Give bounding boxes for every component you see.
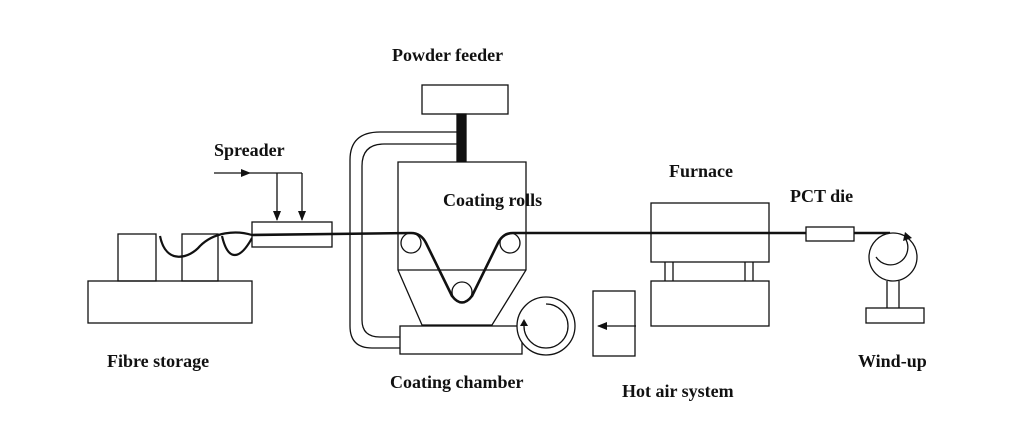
powder-feeder-label: Powder feeder xyxy=(392,45,503,65)
fibre-bobbin-right xyxy=(181,233,219,282)
coating-chamber-label: Coating chamber xyxy=(390,372,524,392)
wind-up-label: Wind-up xyxy=(858,351,927,371)
hot-air-system-label: Hot air system xyxy=(622,381,734,401)
wind-up-base xyxy=(865,307,925,324)
hot-air-fan xyxy=(516,296,576,356)
powder-feeder xyxy=(421,84,509,163)
wind-up xyxy=(865,232,925,324)
powder-feeder-box xyxy=(421,84,509,115)
coating-rolls-label: Coating rolls xyxy=(443,190,542,210)
wind-up-drum xyxy=(868,232,918,282)
fibre-tows xyxy=(158,231,253,258)
pct-die xyxy=(805,226,855,242)
fibre-storage xyxy=(87,233,253,324)
fibre-storage-base xyxy=(87,280,253,324)
hot-air-heater xyxy=(592,290,636,357)
furnace-label: Furnace xyxy=(669,161,733,181)
pct-die-label: PCT die xyxy=(790,186,853,206)
coating-chamber xyxy=(399,325,523,355)
fibre-storage-label: Fibre storage xyxy=(107,351,209,371)
spreader-label: Spreader xyxy=(214,140,285,160)
coating-roll-left xyxy=(400,232,422,254)
coating-hopper xyxy=(397,161,527,326)
furnace-lower xyxy=(650,280,770,327)
powder-feeder-feed-tube xyxy=(456,113,467,163)
powder-return-pipe xyxy=(349,131,462,349)
pct-die-box xyxy=(805,226,855,242)
coating-chamber-box xyxy=(399,325,523,355)
hot-air-system xyxy=(516,290,636,357)
fibre-tow-main xyxy=(251,231,890,304)
fibre-bobbin-left xyxy=(117,233,157,282)
coating-rolls xyxy=(400,232,521,303)
furnace xyxy=(650,202,770,327)
